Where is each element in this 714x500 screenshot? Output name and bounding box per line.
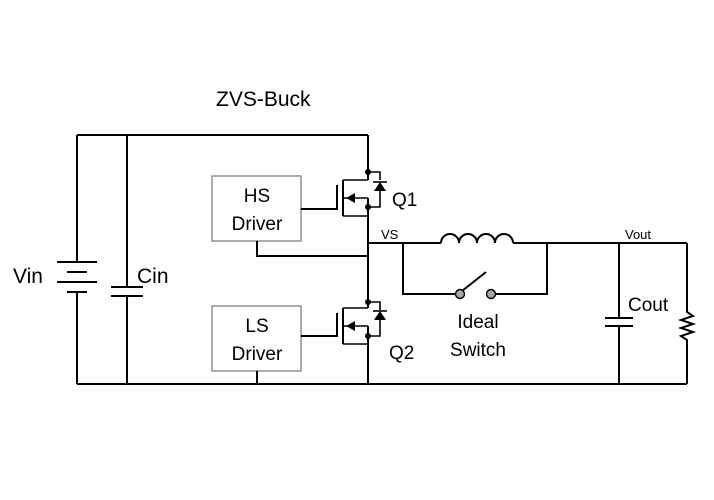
hs-gate-wire bbox=[301, 185, 338, 210]
diagram-title: ZVS-Buck bbox=[216, 88, 311, 111]
cout-capacitor bbox=[605, 243, 633, 384]
vout-label: Vout bbox=[625, 227, 651, 242]
hs-driver-box bbox=[211, 175, 302, 242]
ideal-switch-label-line1: Ideal bbox=[457, 312, 498, 333]
cout-label: Cout bbox=[628, 295, 669, 316]
q2-label: Q2 bbox=[389, 343, 414, 364]
ls-driver-label-line2: Driver bbox=[232, 344, 283, 365]
vs-node-label: VS bbox=[381, 227, 399, 242]
cin-capacitor bbox=[111, 135, 143, 384]
ls-driver-box bbox=[211, 305, 302, 372]
q1-label: Q1 bbox=[392, 190, 417, 211]
ls-driver-label-line1: LS bbox=[245, 316, 268, 337]
cin-label: Cin bbox=[137, 265, 169, 288]
load-resistor bbox=[677, 243, 697, 384]
q2-mosfet bbox=[342, 256, 387, 384]
inductor bbox=[440, 233, 514, 244]
ls-gate-wire bbox=[301, 313, 338, 337]
hs-driver-label-line1: HS bbox=[244, 186, 270, 207]
vin-label: Vin bbox=[13, 265, 43, 288]
hs-driver-return-wire bbox=[256, 241, 368, 257]
ideal-switch-label-line2: Switch bbox=[450, 340, 506, 361]
ideal-switch bbox=[402, 243, 548, 300]
hs-driver-label-line2: Driver bbox=[232, 214, 283, 235]
q1-mosfet bbox=[342, 135, 387, 256]
vin-battery bbox=[57, 135, 97, 384]
